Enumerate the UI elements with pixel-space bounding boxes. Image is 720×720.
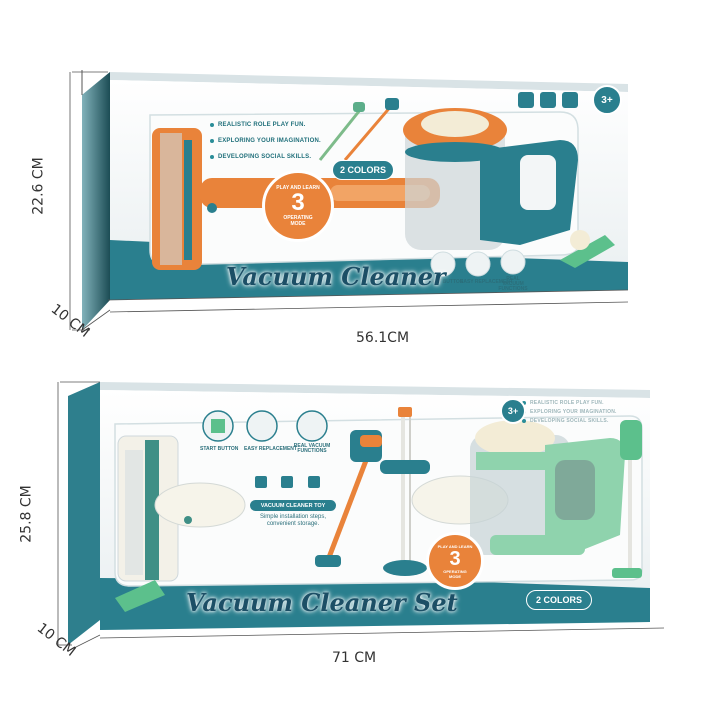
function-label: START BUTTON — [425, 279, 464, 285]
small-vacuum-photo-1 — [318, 98, 399, 161]
function-label: REAL VACUUM FUNCTIONS — [293, 443, 331, 454]
bullet-icon — [210, 139, 214, 143]
box-2-artwork — [57, 381, 665, 651]
box-1-artwork — [69, 70, 629, 331]
box-2-operating-mode-badge: PLAY AND LEARN 3 OPERATING MODE — [426, 532, 484, 590]
box-2-width-guide — [99, 627, 665, 639]
box-2-toy-pill: VACUUM CLEANER TOY — [250, 500, 336, 511]
box-2-top-edge — [100, 382, 650, 398]
function-label: EASY REPLACEMENT — [460, 279, 513, 285]
feature-item: EXPLORING YOUR IMAGINATION. — [210, 138, 321, 144]
box-2-age-badge: 3+ — [500, 398, 526, 424]
box-2: START BUTTON EASY REPLACEMENT REAL VACUU… — [0, 360, 720, 720]
box-2-toy-description: Simple installation steps, convenient st… — [259, 514, 327, 527]
box-1-top-edge — [110, 72, 628, 92]
feature-item: DEVELOPING SOCIAL SKILLS. — [522, 418, 617, 424]
box-1-feature-list: REALISTIC ROLE PLAY FUN. EXPLORING YOUR … — [210, 122, 321, 160]
feature-item: REALISTIC ROLE PLAY FUN. — [522, 400, 617, 406]
box-1-width-guide — [109, 301, 629, 313]
function-label: EASY REPLACEMENT — [244, 446, 297, 452]
handheld-vacuum-1 — [560, 235, 615, 268]
function-label: REAL VACUUM FUNCTIONS — [498, 276, 528, 292]
box-2-colors-pill: 2 COLORS — [526, 590, 592, 610]
function-label: START BUTTON — [200, 446, 239, 452]
feature-item: REALISTIC ROLE PLAY FUN. — [210, 122, 321, 128]
box-2-bottom-band — [100, 578, 650, 630]
bullet-icon — [210, 155, 214, 159]
vacuum-stand — [380, 407, 430, 576]
box-2-feature-list: REALISTIC ROLE PLAY FUN. EXPLORING YOUR … — [522, 400, 617, 424]
bullet-icon — [522, 401, 526, 405]
box-1-operating-mode-badge: PLAY AND LEARN 3 OPERATING MODE — [262, 170, 334, 242]
feature-item: DEVELOPING SOCIAL SKILLS. — [210, 154, 321, 160]
box-2-width-label: 71 CM — [332, 650, 377, 666]
box-1: REALISTIC ROLE PLAY FUN. EXPLORING YOUR … — [30, 70, 629, 346]
vacuum-2-tube-left — [154, 482, 246, 528]
box-1-colors-pill: 2 COLORS — [332, 160, 394, 180]
stick-vacuum-orange — [315, 430, 382, 567]
box-2-product-title: Vacuum Cleaner Set — [186, 588, 458, 617]
bullet-icon — [522, 419, 526, 423]
box-1-height-label: 22.6 CM — [30, 157, 47, 215]
vacuum-2-cyclone-top — [475, 420, 555, 456]
mini-vacuum-left — [115, 580, 165, 612]
bullet-icon — [210, 123, 214, 127]
box-2-height-label: 25.8 CM — [18, 485, 35, 543]
box-2-side-panel — [68, 382, 100, 645]
feature-item: EXPLORING YOUR IMAGINATION. — [522, 409, 617, 415]
box-1-age-badge: 3+ — [592, 85, 622, 115]
box-1-width-label: 56.1CM — [356, 330, 410, 346]
handheld-vacuum-2 — [612, 420, 642, 578]
box-1-product-title: Vacuum Cleaner — [226, 262, 446, 291]
